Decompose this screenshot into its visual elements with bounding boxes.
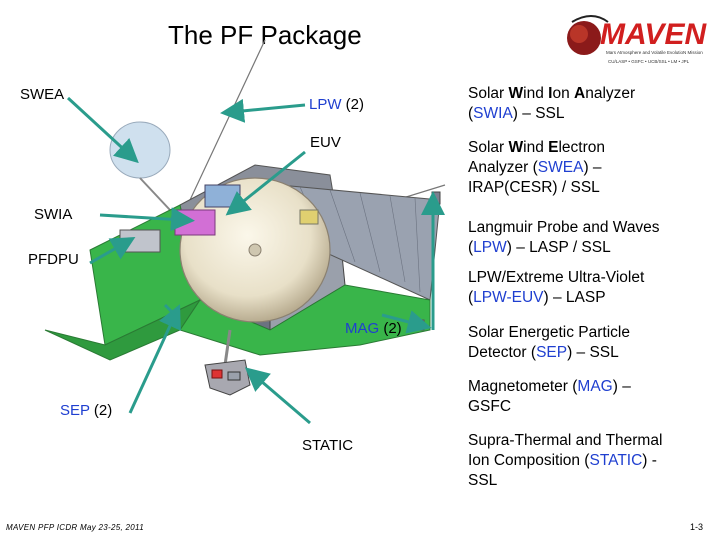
instrument-lpw: Langmuir Probe and Waves (LPW) – LASP / … (468, 218, 718, 258)
arrow-lpw (232, 105, 305, 112)
label-lpw: LPW (2) (309, 96, 364, 113)
arrow-swea (68, 98, 130, 155)
swea-sensor (110, 122, 170, 178)
footer-meeting: MAVEN PFP ICDR May 23-25, 2011 (6, 523, 144, 532)
instrument-swia: Solar Wind Ion Analyzer (SWIA) – SSL (468, 84, 718, 124)
instrument-static: Supra-Thermal and Thermal Ion Compositio… (468, 431, 718, 491)
pfdpu-box (120, 230, 160, 252)
lpw-probe (432, 192, 440, 204)
label-pfdpu: PFDPU (28, 251, 79, 268)
arrow-static (254, 375, 310, 423)
label-sep: SEP (2) (60, 402, 112, 419)
label-swia: SWIA (34, 206, 72, 223)
label-swea: SWEA (20, 86, 64, 103)
label-static: STATIC (302, 437, 353, 454)
euv-box (205, 185, 240, 207)
instrument-sep: Solar Energetic Particle Detector (SEP) … (468, 323, 718, 363)
instrument-lpw-euv: LPW/Extreme Ultra-Violet (LPW-EUV) – LAS… (468, 268, 718, 308)
instrument-swea: Solar Wind Electron Analyzer (SWEA) – IR… (468, 138, 718, 198)
page-number: 1-3 (690, 522, 703, 532)
instrument-mag: Magnetometer (MAG) – GSFC (468, 377, 718, 417)
label-mag: MAG (2) (345, 320, 402, 337)
swia-box (175, 210, 215, 235)
label-euv: EUV (310, 134, 341, 151)
